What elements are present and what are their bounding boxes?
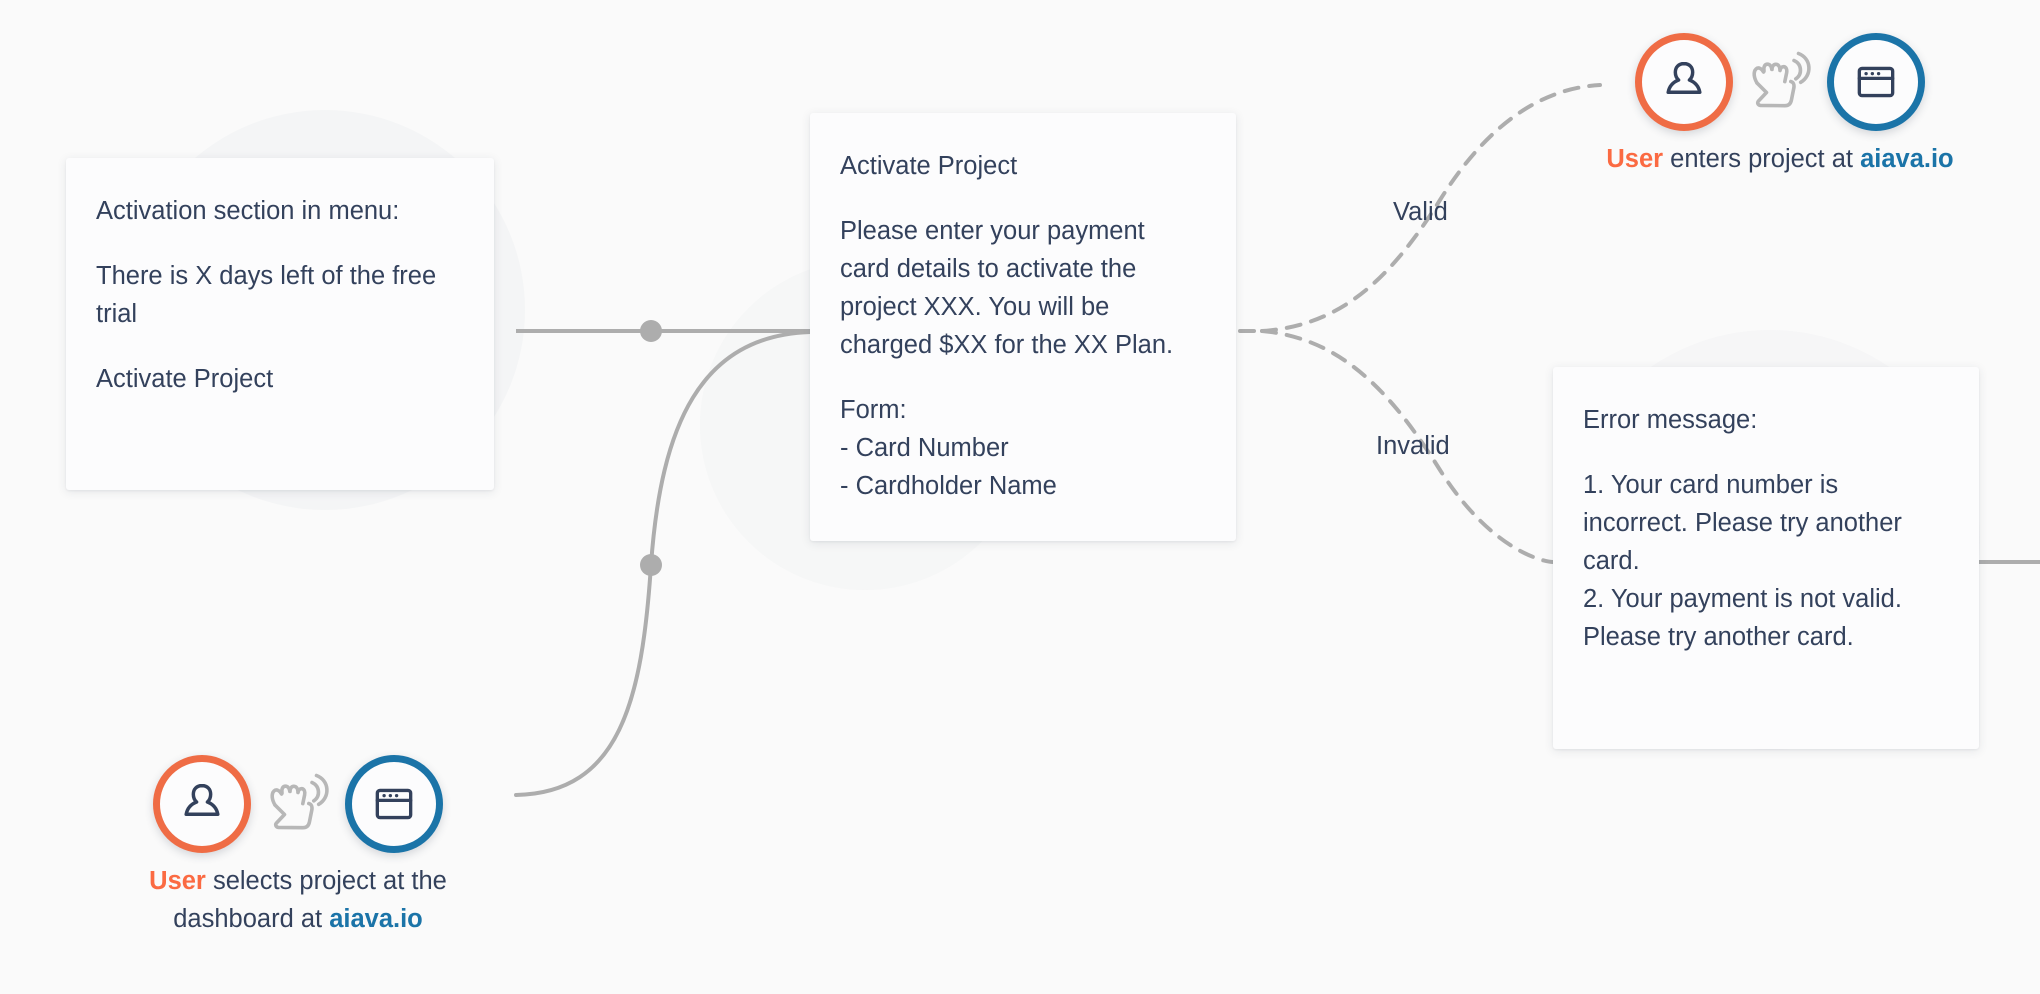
error-title: Error message: bbox=[1583, 406, 1758, 434]
actor-label-user: User bbox=[1606, 145, 1664, 173]
activate-project-body: Please enter your payment card details t… bbox=[840, 217, 1174, 359]
edge-node-dot-curve bbox=[640, 554, 662, 576]
edge-s-curve bbox=[514, 330, 812, 797]
card-activate-project: Activate Project Please enter your payme… bbox=[810, 113, 1236, 541]
user-icon[interactable] bbox=[1635, 33, 1733, 131]
form-heading: Form: bbox=[840, 396, 907, 424]
actor-label-user: User bbox=[149, 867, 206, 895]
actor-label-site[interactable]: aiava.io bbox=[329, 905, 423, 933]
form-field-cardholder-name: - Cardholder Name bbox=[840, 472, 1057, 500]
form-field-card-number: - Card Number bbox=[840, 434, 1009, 462]
tap-hand-icon bbox=[270, 773, 329, 830]
card-error-message: Error message: 1. Your card number is in… bbox=[1553, 367, 1979, 749]
error-message-2: 2. Your payment is not valid. Please try… bbox=[1583, 585, 1902, 651]
card-activation-section: Activation section in menu: There is X d… bbox=[66, 158, 494, 490]
actor-enters-project: User enters project at aiava.io bbox=[1570, 30, 1990, 178]
activate-project-title: Activate Project bbox=[840, 152, 1018, 180]
actor-selects-project: User selects project at the dashboard at… bbox=[88, 752, 508, 938]
activate-project-form: Form: - Card Number - Cardholder Name bbox=[840, 391, 1200, 505]
user-glyph bbox=[1666, 61, 1702, 95]
activation-line-3: Activate Project bbox=[96, 365, 274, 393]
edge-label-valid: Valid bbox=[1393, 198, 1448, 226]
actor-label-middle: selects project at the dashboard at bbox=[173, 867, 447, 933]
browser-glyph bbox=[1857, 66, 1895, 98]
user-glyph bbox=[184, 783, 220, 817]
activation-line-1: Activation section in menu: bbox=[96, 197, 400, 225]
error-message-1: 1. Your card number is incorrect. Please… bbox=[1583, 471, 1902, 575]
actor-label-site[interactable]: aiava.io bbox=[1860, 145, 1954, 173]
edge-node-dot-top bbox=[640, 320, 662, 342]
browser-window-icon[interactable] bbox=[1827, 33, 1925, 131]
tap-hand-icon bbox=[1752, 51, 1811, 108]
actor-label-selects-project: User selects project at the dashboard at… bbox=[88, 862, 508, 938]
actor-label-enters-project: User enters project at aiava.io bbox=[1570, 140, 1990, 178]
actor-icon-row bbox=[88, 752, 508, 856]
edge-label-invalid: Invalid bbox=[1376, 432, 1450, 460]
user-icon[interactable] bbox=[153, 755, 251, 853]
browser-glyph bbox=[375, 788, 413, 820]
actor-icon-row bbox=[1570, 30, 1990, 134]
actor-label-middle: enters project at bbox=[1663, 145, 1861, 173]
activation-line-2: There is X days left of the free trial bbox=[96, 262, 437, 328]
browser-window-icon[interactable] bbox=[345, 755, 443, 853]
error-messages: 1. Your card number is incorrect. Please… bbox=[1583, 466, 1943, 656]
